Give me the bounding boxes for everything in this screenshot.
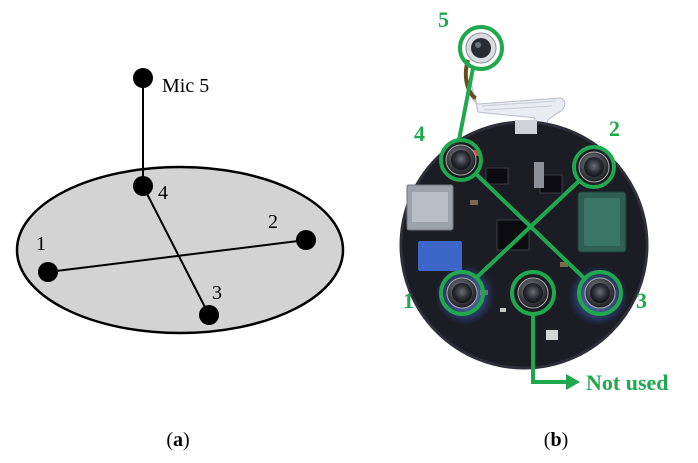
mic4-label: 4 — [158, 182, 168, 204]
mic3-ring — [577, 270, 623, 316]
line-mic1-mic2 — [47, 239, 307, 273]
caption-b-open: ( — [544, 429, 551, 451]
panel-a: Mic 5 4 2 1 3 (a) — [15, 68, 345, 451]
caption-a-close: ) — [183, 429, 190, 451]
mic2-dot — [296, 230, 316, 250]
caption-a-letter: a — [173, 429, 183, 451]
caption-a: (a) — [166, 429, 189, 451]
mic2-button — [578, 151, 610, 183]
line-mic4-mic3 — [142, 185, 210, 316]
green-annotations — [439, 25, 623, 384]
mic2-number: 2 — [609, 116, 620, 141]
mic3-label: 3 — [212, 282, 222, 304]
mic5-capsule — [465, 32, 497, 64]
mic4-dot — [133, 176, 153, 196]
mic5-number: 5 — [438, 7, 449, 32]
board-outline — [15, 165, 345, 335]
mic2-label: 2 — [268, 211, 278, 233]
mic5-label: Mic 5 — [162, 75, 209, 97]
mic1-label: 1 — [36, 233, 46, 255]
caption-b-letter: b — [550, 429, 561, 451]
mic3-number: 3 — [636, 288, 647, 313]
mic3-dot — [199, 305, 219, 325]
mic5-connector-line — [457, 67, 475, 141]
mic5-dot — [133, 68, 153, 88]
mic5-ring — [458, 25, 504, 71]
line-mic2-mic1 — [474, 179, 581, 280]
unused-mic-button — [517, 277, 549, 309]
panel-b: 5 4 2 1 3 Not used (b) — [399, 7, 669, 451]
caption-a-open: ( — [166, 429, 173, 451]
mic2-ring — [572, 145, 616, 189]
mic1-ring — [439, 270, 485, 316]
mic4-number: 4 — [414, 121, 425, 146]
not-used-arrow-line — [531, 314, 568, 384]
caption-b-close: ) — [562, 429, 569, 451]
not-used-arrowhead — [566, 374, 580, 390]
not-used-label: Not used — [586, 370, 669, 395]
mic4-button — [445, 144, 477, 176]
caption-b: (b) — [544, 429, 568, 451]
mic1-dot — [38, 262, 58, 282]
mic1-number: 1 — [403, 288, 414, 313]
